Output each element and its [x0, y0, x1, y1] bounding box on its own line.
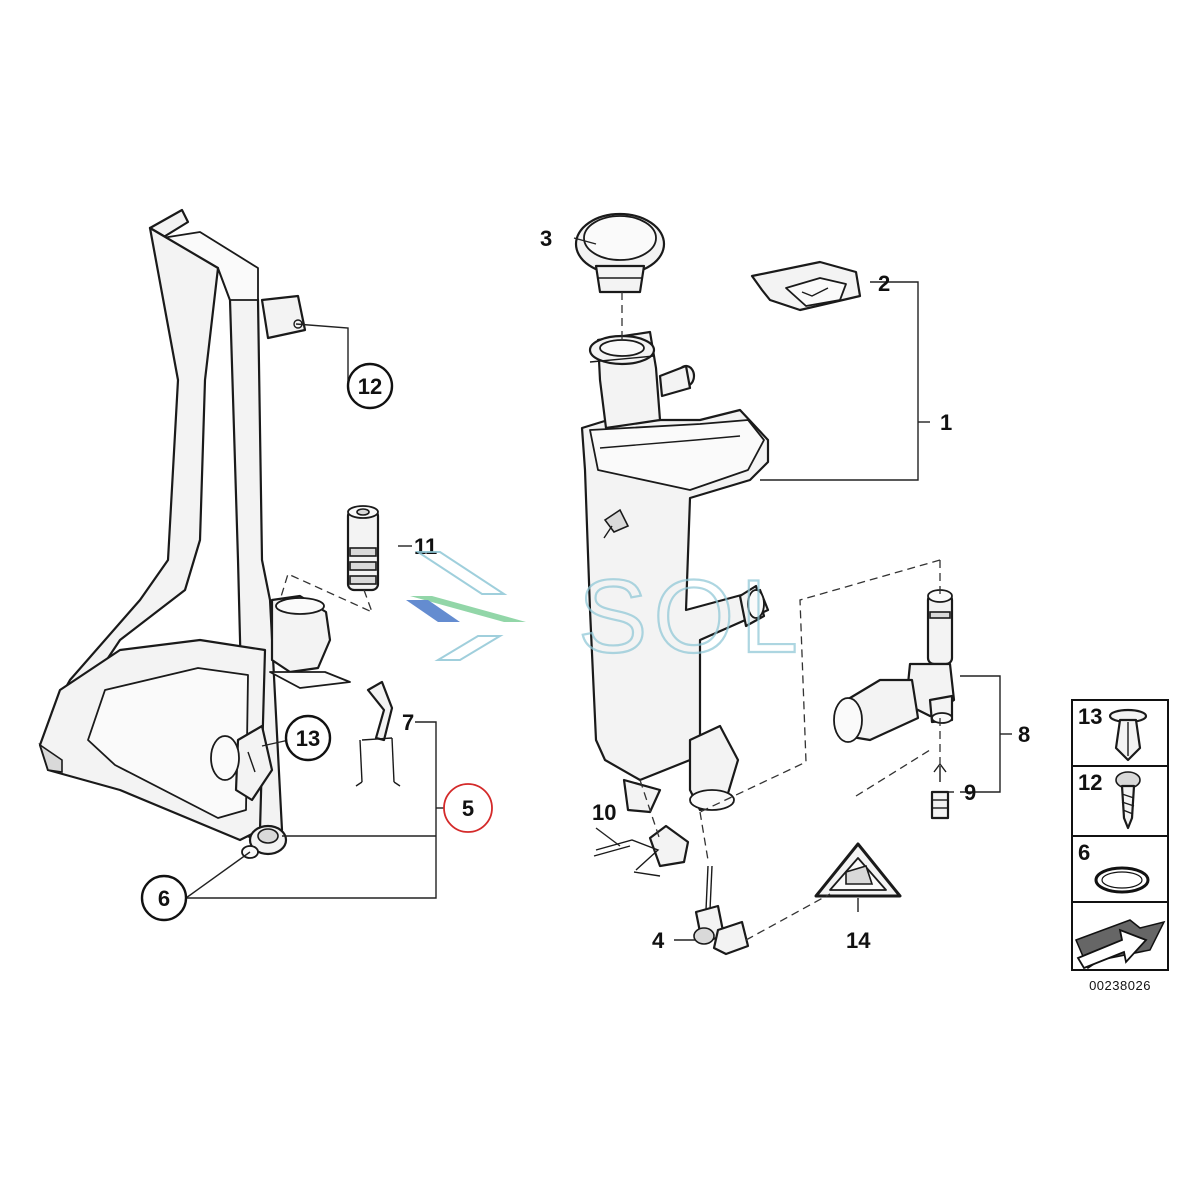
callout-1: 1	[940, 410, 952, 435]
direction-arrow-icon	[1074, 919, 1166, 970]
callout-12: 12	[358, 374, 382, 399]
part-3-cap	[574, 212, 666, 294]
expansion-tank	[580, 330, 770, 814]
part-14-warning-label	[814, 842, 902, 898]
callout-5-highlight: 5	[443, 783, 493, 833]
legend-label-13: 13	[1078, 704, 1102, 729]
callout-6-bubble: 6	[140, 874, 188, 922]
callout-11: 11	[414, 534, 437, 559]
watermark-logo-stripe-green	[410, 596, 526, 622]
callout-labels: 3 2 1 11 7 8 9 10 4 14	[402, 226, 1030, 953]
assembly-dashed-lines	[279, 292, 941, 941]
callout-12-bubble: 12	[346, 362, 394, 410]
part-2-label-plate	[750, 260, 862, 312]
callout-9: 9	[964, 780, 976, 805]
watermark: SOL	[406, 551, 804, 676]
callout-3: 3	[540, 226, 552, 251]
callout-13: 13	[296, 726, 320, 751]
part-9-bleed-screw	[930, 762, 950, 820]
o-ring-icon	[1094, 866, 1150, 894]
watermark-logo-stripe-bottom	[434, 635, 504, 661]
part-4-level-sensor	[693, 865, 750, 956]
part-7-clip	[355, 680, 401, 787]
callout-8: 8	[1018, 722, 1030, 747]
fan-shroud-frame	[38, 208, 351, 859]
part-8-hose-connector	[833, 589, 956, 743]
diagram-reference-code: 00238026	[1089, 978, 1151, 993]
part-11-sensor-plug	[346, 505, 380, 592]
watermark-text: SOL	[578, 559, 804, 675]
leader-lines	[185, 237, 1012, 941]
callout-10: 10	[592, 800, 616, 825]
callout-5: 5	[462, 796, 474, 821]
callout-13-bubble: 13	[284, 714, 332, 762]
callout-7: 7	[402, 710, 414, 735]
fastener-legend: 13 12 6 00238026	[1071, 699, 1169, 993]
part-10-retaining-clip	[593, 824, 690, 877]
watermark-logo-stripe-top	[414, 551, 508, 595]
self-tapping-screw-icon	[1115, 771, 1141, 830]
legend-label-12: 12	[1078, 770, 1102, 795]
push-rivet-icon	[1108, 708, 1148, 762]
callout-14: 14	[846, 928, 871, 953]
legend-label-6: 6	[1078, 840, 1090, 865]
watermark-logo-stripe-blue	[406, 600, 460, 622]
callout-4: 4	[652, 928, 665, 953]
callout-2: 2	[878, 271, 890, 296]
callout-6: 6	[158, 886, 170, 911]
